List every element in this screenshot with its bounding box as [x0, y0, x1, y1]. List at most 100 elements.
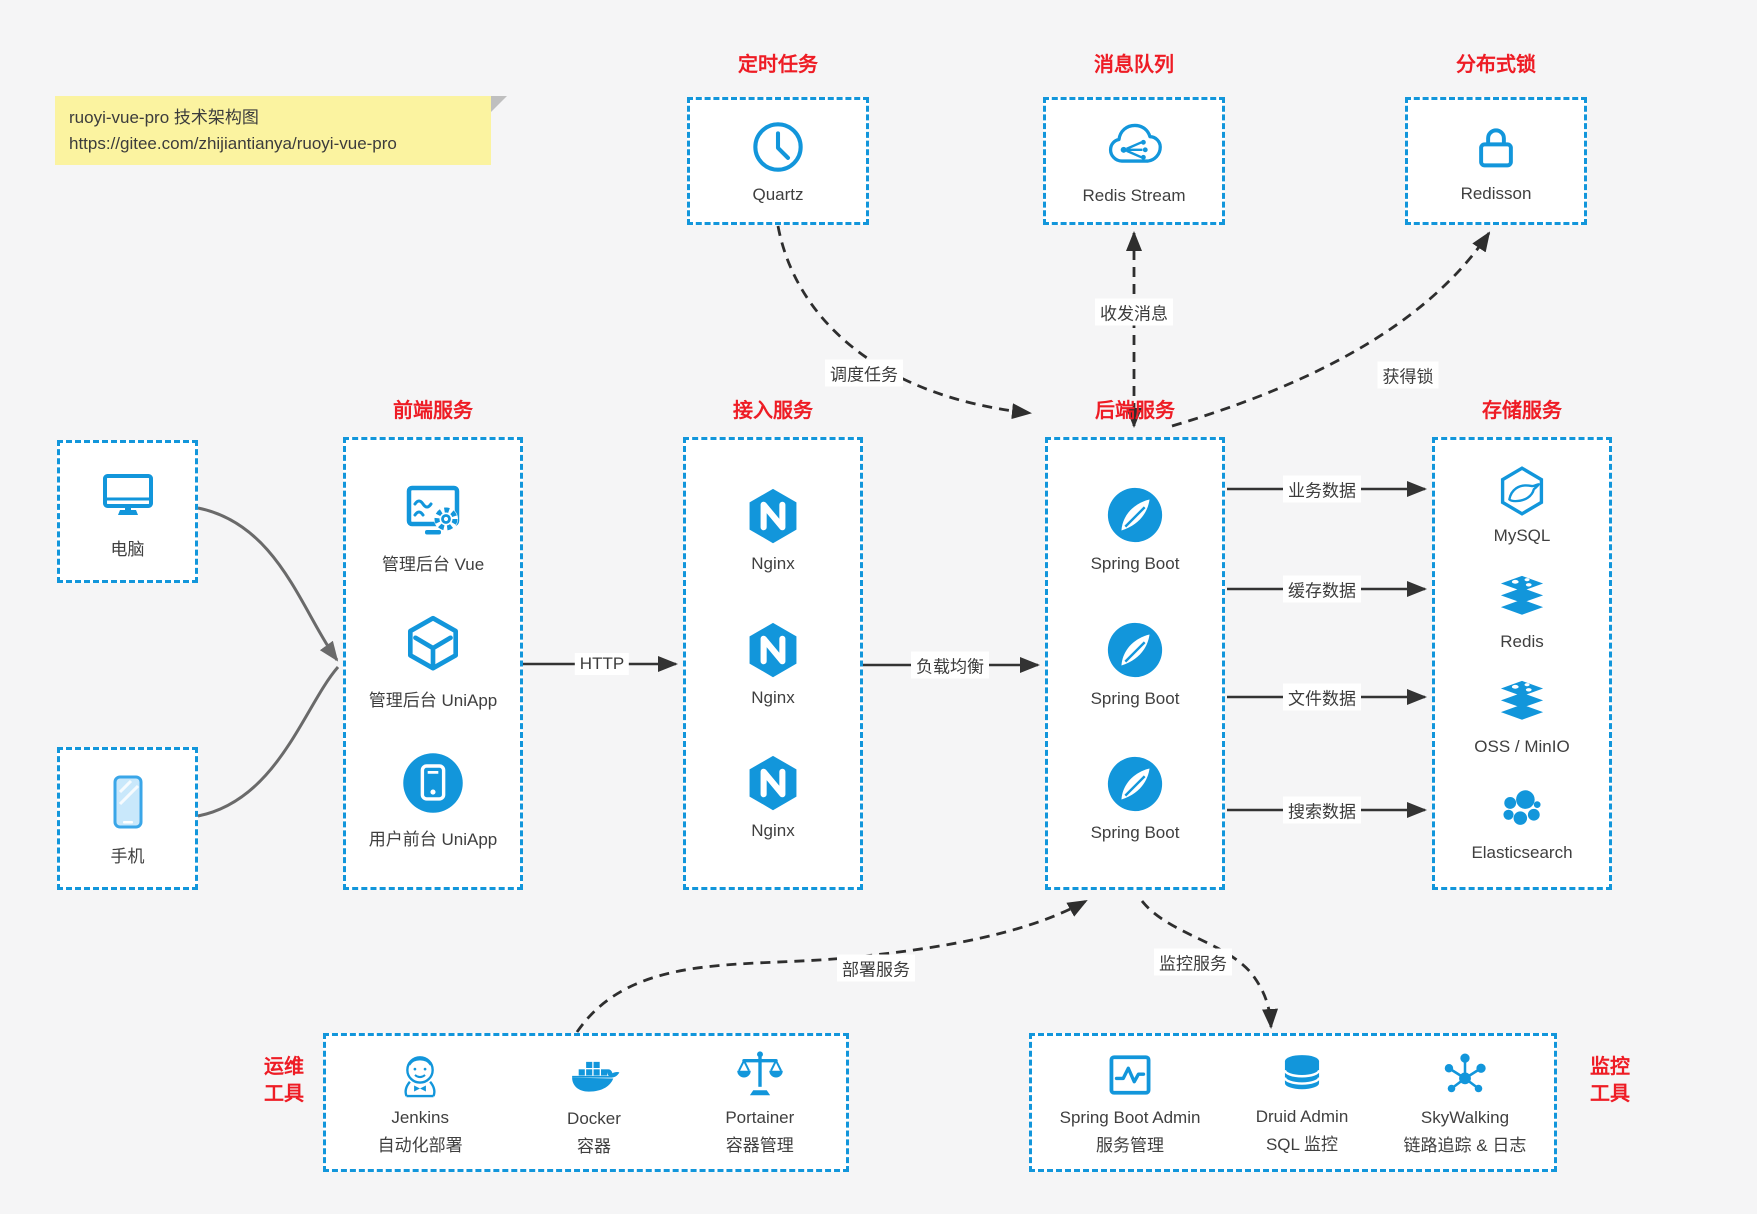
group-title-gateway-services: 接入服务 [733, 400, 813, 422]
node-spring-boot-1: Spring Boot [1091, 484, 1179, 574]
node-redisson: Redisson [1405, 97, 1587, 225]
node-druid-admin: Druid Admin SQL 监控 [1255, 1049, 1349, 1155]
node-mobile-client: 手机 [57, 747, 198, 890]
tool-desc: 容器管理 [725, 1135, 794, 1155]
skywalking-icon [1438, 1048, 1492, 1102]
group-title-distributed-lock: 分布式锁 [1456, 54, 1536, 76]
edge-label-send-receive-message: 收发消息 [1095, 298, 1173, 326]
node-label: Quartz [752, 184, 804, 204]
node-redis: Redis [1495, 570, 1549, 652]
portainer-icon [733, 1048, 787, 1102]
node-admin-vue: 管理后台 Vue [382, 478, 484, 575]
storage-stack-icon [1495, 675, 1549, 729]
nginx-icon [743, 486, 803, 546]
node-label: OSS / MinIO [1474, 737, 1570, 757]
node-quartz: Quartz [687, 97, 869, 225]
uniapp-cube-icon [400, 612, 466, 678]
group-title-backend-services: 后端服务 [1095, 400, 1175, 422]
node-label: Nginx [751, 687, 795, 707]
edge-label-cache-data: 缓存数据 [1283, 575, 1361, 603]
note-title: ruoyi-vue-pro 技术架构图 [69, 108, 259, 127]
clock-icon [749, 118, 807, 176]
tool-desc: SQL 监控 [1265, 1134, 1339, 1154]
ops-title-line1: 运维 [264, 1056, 304, 1078]
node-label: Spring Boot [1090, 688, 1180, 708]
node-label: Elasticsearch [1471, 843, 1573, 863]
edge-label-acquire-lock: 获得锁 [1377, 361, 1439, 389]
tool-desc: 自动化部署 [377, 1135, 463, 1155]
node-skywalking: SkyWalking 链路追踪 & 日志 [1403, 1048, 1527, 1156]
node-admin-uniapp: 管理后台 UniApp [369, 612, 497, 711]
tool-name: Spring Boot Admin [1059, 1108, 1201, 1128]
elasticsearch-icon [1495, 781, 1549, 835]
node-oss-minio: OSS / MinIO [1474, 675, 1570, 757]
edge-label-load-balance: 负载均衡 [911, 651, 989, 679]
mysql-icon [1495, 464, 1549, 518]
monitor-title-line2: 工具 [1590, 1083, 1630, 1105]
node-pc-client: 电脑 [57, 440, 198, 583]
spring-icon [1104, 753, 1166, 815]
tool-name: SkyWalking [1420, 1108, 1510, 1128]
edge-label-deploy-service: 部署服务 [837, 954, 915, 982]
user-app-icon [399, 749, 467, 817]
monitor-tools-box: Spring Boot Admin 服务管理 Druid Admin SQL 监… [1029, 1033, 1557, 1172]
node-portainer: Portainer 容器管理 [725, 1048, 794, 1156]
cloud-network-icon [1104, 117, 1164, 177]
node-label: Redisson [1460, 183, 1532, 203]
edge-label-http: HTTP [574, 653, 630, 675]
group-title-message-queue: 消息队列 [1094, 54, 1174, 76]
node-user-uniapp: 用户前台 UniApp [369, 749, 497, 850]
edge-label-file-data: 文件数据 [1283, 683, 1361, 711]
redis-stack-icon [1495, 570, 1549, 624]
node-label: 电脑 [110, 540, 145, 559]
node-label: MySQL [1493, 525, 1551, 545]
phone-icon [96, 770, 160, 834]
node-label: 手机 [110, 847, 145, 866]
spring-boot-admin-icon [1103, 1048, 1157, 1102]
node-label: 管理后台 Vue [381, 554, 485, 574]
backend-services-box: Spring Boot Spring Boot Spring Boot [1045, 437, 1225, 890]
lock-icon [1468, 119, 1524, 175]
docker-icon [566, 1047, 622, 1103]
edge-label-business-data: 业务数据 [1283, 475, 1361, 503]
tool-name: Jenkins [391, 1108, 449, 1128]
tool-name: Portainer [725, 1108, 795, 1128]
frontend-services-box: 管理后台 Vue 管理后台 UniApp 用户前台 UniApp [343, 437, 523, 890]
note-url: https://gitee.com/zhijiantianya/ruoyi-vu… [69, 133, 397, 153]
tool-name: Druid Admin [1255, 1107, 1349, 1127]
edge-label-schedule-task: 调度任务 [825, 359, 903, 387]
ops-title-line2: 工具 [264, 1083, 304, 1105]
tool-desc: 链路追踪 & 日志 [1403, 1135, 1527, 1155]
group-title-storage-services: 存储服务 [1482, 400, 1562, 422]
node-label: Redis Stream [1082, 185, 1186, 205]
node-label: Spring Boot [1090, 822, 1180, 842]
gateway-services-box: Nginx Nginx Nginx [683, 437, 863, 890]
group-title-scheduled-tasks: 定时任务 [738, 54, 818, 76]
group-title-ops-tools: 运维 工具 [252, 1054, 316, 1108]
nginx-icon [743, 753, 803, 813]
node-label: Nginx [751, 821, 795, 841]
node-label: Redis [1500, 631, 1544, 651]
ops-tools-box: Jenkins 自动化部署 Docker 容器 Portainer 容器管理 [323, 1033, 849, 1172]
edge-label-monitor-service: 监控服务 [1154, 948, 1232, 976]
tool-desc: 容器 [576, 1136, 611, 1156]
node-spring-boot-3: Spring Boot [1090, 753, 1180, 843]
node-jenkins: Jenkins 自动化部署 [378, 1048, 463, 1156]
node-docker: Docker 容器 [566, 1047, 622, 1157]
node-nginx-1: Nginx [743, 486, 803, 574]
desktop-icon [92, 463, 164, 527]
node-redis-stream: Redis Stream [1043, 97, 1225, 225]
spring-icon [1104, 619, 1166, 681]
admin-vue-icon [401, 478, 465, 542]
jenkins-icon [393, 1048, 447, 1102]
node-mysql: MySQL [1493, 464, 1551, 546]
sticky-note: ruoyi-vue-pro 技术架构图 https://gitee.com/zh… [55, 96, 507, 165]
group-title-frontend-services: 前端服务 [393, 400, 473, 422]
node-spring-boot-admin: Spring Boot Admin 服务管理 [1059, 1048, 1201, 1156]
node-spring-boot-2: Spring Boot [1090, 619, 1180, 709]
edge-label-search-data: 搜索数据 [1283, 796, 1361, 824]
nginx-icon [743, 620, 803, 680]
group-title-monitor-tools: 监控 工具 [1578, 1054, 1642, 1108]
node-nginx-3: Nginx [743, 753, 803, 841]
